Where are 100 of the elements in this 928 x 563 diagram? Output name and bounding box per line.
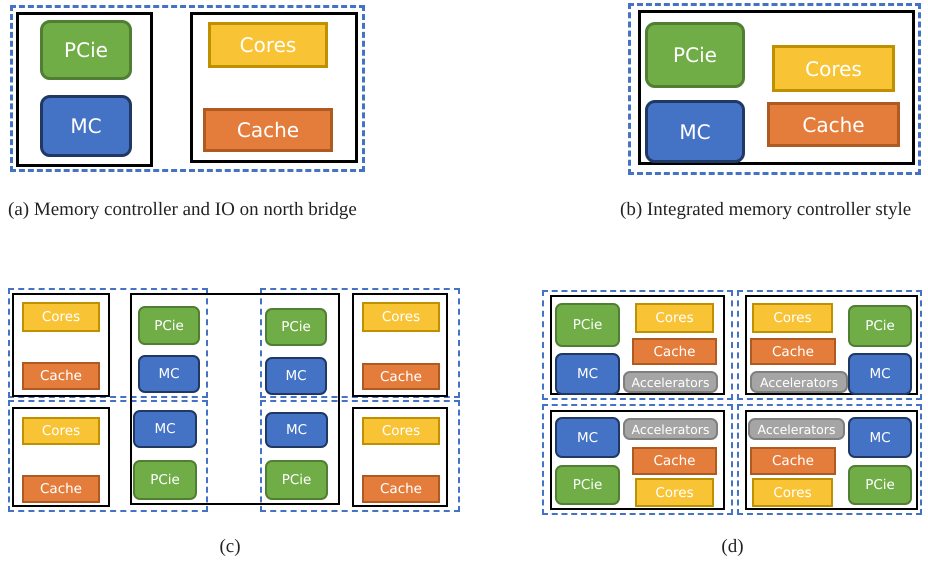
block-label: Cores xyxy=(773,484,812,500)
cores-block xyxy=(22,417,100,445)
cores-block xyxy=(635,478,714,507)
cache-block xyxy=(632,338,717,365)
block-label: Cores xyxy=(382,423,420,439)
block-label: PCie xyxy=(150,472,180,488)
pcie-block xyxy=(138,306,200,345)
memory-controller-block xyxy=(645,100,745,163)
pcie-block xyxy=(555,303,620,347)
block-label: Cache xyxy=(802,112,865,136)
block-label: Cores xyxy=(805,56,862,80)
cores-block xyxy=(362,417,440,445)
memory-controller-block xyxy=(555,353,620,395)
cache-block xyxy=(22,475,100,503)
memory-controller-block xyxy=(40,95,132,157)
dashed-outline xyxy=(10,5,365,172)
memory-controller-block xyxy=(555,417,620,458)
cores-block xyxy=(208,22,328,68)
block-label: Cores xyxy=(382,309,420,325)
figure-caption: (d) xyxy=(720,535,745,559)
cache-block xyxy=(632,447,717,475)
chip-outline xyxy=(12,407,110,507)
pcie-block xyxy=(265,460,328,500)
block-label: MC xyxy=(576,366,598,382)
cache-block xyxy=(203,108,333,152)
pcie-block xyxy=(133,460,197,500)
block-label: MC xyxy=(154,421,176,437)
block-label: MC xyxy=(158,366,180,382)
pcie-block xyxy=(265,308,327,346)
block-label: MC xyxy=(869,430,891,446)
cache-block xyxy=(750,447,836,475)
memory-controller-block xyxy=(265,412,328,448)
cache-block xyxy=(767,102,900,147)
block-label: MC xyxy=(286,422,308,438)
block-label: PCie xyxy=(282,472,312,488)
block-label: MC xyxy=(679,120,711,144)
memory-controller-block xyxy=(138,355,200,393)
pcie-block xyxy=(645,22,745,88)
block-label: PCie xyxy=(281,319,311,335)
block-label: PCie xyxy=(572,477,602,493)
block-label: Cache xyxy=(40,368,82,384)
cores-block xyxy=(22,302,100,332)
chip-outline xyxy=(190,12,358,163)
block-label: PCie xyxy=(865,477,895,493)
block-label: Cores xyxy=(773,310,812,326)
pcie-block xyxy=(848,305,912,347)
cache-block xyxy=(22,362,100,390)
dashed-outline xyxy=(737,404,922,515)
block-label: Cores xyxy=(655,310,694,326)
block-label: Accelerators xyxy=(632,374,710,390)
figure-caption: (c) xyxy=(218,535,242,559)
cores-block xyxy=(362,302,440,332)
chip-outline xyxy=(550,295,725,395)
block-label: PCie xyxy=(865,318,895,334)
block-label: PCie xyxy=(154,318,184,334)
chip-outline xyxy=(745,410,918,510)
accelerators-block xyxy=(750,371,848,393)
figure-caption: (b) Integrated memory controller style xyxy=(620,198,912,222)
block-label: PCie xyxy=(64,38,108,62)
block-label: Accelerators xyxy=(758,422,836,436)
cache-block xyxy=(362,363,440,390)
block-label: Cores xyxy=(240,33,296,57)
block-label: MC xyxy=(869,366,891,382)
memory-controller-block xyxy=(133,410,197,448)
chip-outline xyxy=(12,293,110,397)
block-label: MC xyxy=(285,368,307,384)
chip-outline xyxy=(352,407,448,507)
chip-outline xyxy=(352,293,448,397)
figure-caption: (a) Memory controller and IO on north bridge xyxy=(8,198,358,222)
cores-block xyxy=(635,303,714,333)
accelerators-block xyxy=(623,418,718,440)
block-label: PCie xyxy=(673,43,717,67)
block-label: Accelerators xyxy=(760,374,838,390)
chip-outline xyxy=(550,410,725,510)
block-label: PCie xyxy=(572,317,602,333)
dashed-outline xyxy=(542,404,733,515)
cores-block xyxy=(752,303,833,333)
pcie-block xyxy=(40,20,132,80)
block-label: Cores xyxy=(42,423,80,439)
memory-controller-block xyxy=(848,417,912,458)
block-label: Cache xyxy=(380,481,422,497)
pcie-block xyxy=(848,465,912,505)
block-label: Cache xyxy=(654,344,696,360)
memory-controller-block xyxy=(265,357,327,395)
cores-block xyxy=(752,478,833,507)
accelerators-block xyxy=(748,418,845,440)
block-label: Accelerators xyxy=(632,422,710,436)
block-label: Cache xyxy=(236,118,300,142)
block-label: MC xyxy=(576,430,598,446)
block-label: Cache xyxy=(654,453,696,469)
chip-outline xyxy=(16,12,153,167)
cache-block xyxy=(750,338,836,365)
pcie-block xyxy=(555,465,620,505)
block-label: Cache xyxy=(380,368,422,384)
chip-outline xyxy=(130,293,340,505)
block-label: MC xyxy=(70,114,102,138)
block-label: Cache xyxy=(772,453,814,469)
block-label: Cores xyxy=(655,484,694,500)
cache-block xyxy=(362,475,440,503)
memory-controller-block xyxy=(848,353,912,395)
